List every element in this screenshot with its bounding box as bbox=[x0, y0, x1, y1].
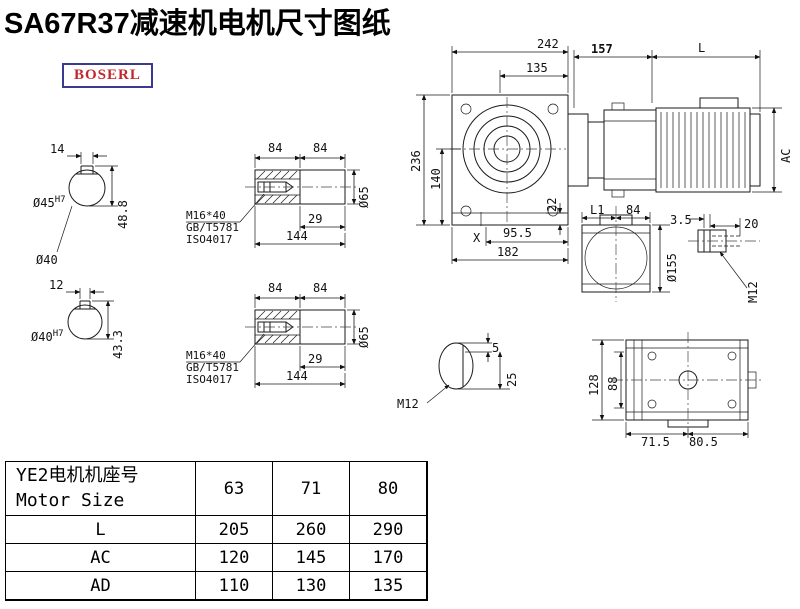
dim-keyway-width-1: 14 bbox=[50, 142, 64, 156]
label-bolt-1: M16*40 bbox=[186, 209, 226, 222]
gearbox-bottom-view: 128 88 71.5 80.5 bbox=[587, 332, 762, 449]
label-thread-m12-end: M12 bbox=[397, 397, 419, 411]
table-row-L-label: L bbox=[6, 516, 196, 544]
page-title: SA67R37减速机电机尺寸图纸 bbox=[4, 8, 391, 40]
dim-seg-a-2: 84 bbox=[268, 281, 282, 295]
dim-bottom-inner: 88 bbox=[606, 377, 620, 391]
table-row-AD-val-3: 135 bbox=[350, 572, 427, 600]
table-row-L-val-2: 260 bbox=[273, 516, 350, 544]
table-row-L-val-1: 205 bbox=[196, 516, 273, 544]
dim-bore-dia-2: Ø40H7 bbox=[31, 329, 64, 344]
dim-gap-35: 3.5 bbox=[670, 213, 692, 227]
gearbox-motor-front-view: 242 135 157 L 236 140 22 bbox=[409, 37, 793, 264]
table-row-AC-val-3: 170 bbox=[350, 544, 427, 572]
gearbox-side-view: L1 84 Ø155 3.5 20 M12 bbox=[581, 203, 760, 303]
dim-center-height: 140 bbox=[429, 168, 443, 190]
table-size-col-3: 80 bbox=[350, 462, 427, 516]
dim-overall-height: 236 bbox=[409, 150, 423, 172]
dim-key-height-1: 48.8 bbox=[116, 200, 130, 229]
table-header-cn: YE2电机机座号 bbox=[16, 465, 139, 487]
hub-drawing-2: 84 84 M16*40 GB/T5781 ISO4017 29 bbox=[186, 281, 371, 388]
table-row-AC-val-1: 120 bbox=[196, 544, 273, 572]
dim-seg-b-1: 84 bbox=[313, 141, 327, 155]
dim-step-1: 29 bbox=[308, 212, 322, 226]
table-header-cell: YE2电机机座号 Motor Size bbox=[6, 462, 196, 516]
dim-len-20: 20 bbox=[744, 217, 758, 231]
table-row-AC-val-2: 145 bbox=[273, 544, 350, 572]
shaft-section-view-2: 12 Ø40H7 43.3 bbox=[31, 278, 125, 359]
shaft-section-view-1: 14 Ø45H7 48.8 Ø40 bbox=[33, 142, 130, 267]
brand-logo: BOSERL bbox=[62, 63, 153, 88]
table-size-col-2: 71 bbox=[273, 462, 350, 516]
motor-flange bbox=[603, 109, 657, 191]
dim-seg-b-2: 84 bbox=[313, 281, 327, 295]
dim-hub-dia-2: Ø65 bbox=[357, 326, 371, 348]
dim-hub-dia-1: Ø65 bbox=[357, 186, 371, 208]
dim-step-2: 29 bbox=[308, 352, 322, 366]
dim-key-depth: 25 bbox=[505, 373, 519, 387]
label-standard2-1: ISO4017 bbox=[186, 233, 232, 246]
dim-base-width: 182 bbox=[497, 245, 519, 259]
label-bolt-2: M16*40 bbox=[186, 349, 226, 362]
dim-key-offset: 5 bbox=[492, 341, 499, 355]
dim-motor-front-len: 157 bbox=[591, 42, 613, 56]
fan-cover bbox=[749, 113, 761, 187]
dim-shaft-offset: 95.5 bbox=[503, 226, 532, 240]
dim-flange-dia: Ø155 bbox=[665, 253, 679, 282]
table-size-col-1: 63 bbox=[196, 462, 273, 516]
dim-bore-dia-1: Ø45H7 bbox=[33, 195, 66, 210]
dim-l1: L1 bbox=[590, 203, 604, 217]
dim-keyway-width-2: 12 bbox=[49, 278, 63, 292]
motor-size-table: YE2电机机座号 Motor Size 63 71 80 L 205 260 2… bbox=[5, 461, 428, 601]
label-standard1-1: GB/T5781 bbox=[186, 221, 239, 234]
hub-drawing-1: 84 84 M16*40 GB/T5781 ISO4017 29 bbox=[186, 141, 371, 248]
dim-total-1: 144 bbox=[286, 229, 308, 243]
shaft-end-view: 5 25 M12 bbox=[397, 333, 519, 411]
dim-foot-b: 80.5 bbox=[689, 435, 718, 449]
label-standard2-2: ISO4017 bbox=[186, 373, 232, 386]
dim-key-height-2: 43.3 bbox=[111, 330, 125, 359]
table-row-L-val-3: 290 bbox=[350, 516, 427, 544]
dim-overall-width: 242 bbox=[537, 37, 559, 51]
dim-shaft-od: Ø40 bbox=[36, 253, 58, 267]
dim-total-2: 144 bbox=[286, 369, 308, 383]
dim-motor-dia-label: AC bbox=[779, 149, 793, 163]
dim-flange-offset: 135 bbox=[526, 61, 548, 75]
table-row-AD-label: AD bbox=[6, 572, 196, 600]
dim-foot-a: 71.5 bbox=[641, 435, 670, 449]
table-row-AC-label: AC bbox=[6, 544, 196, 572]
dim-bottom-overall: 128 bbox=[587, 374, 601, 396]
table-header-en: Motor Size bbox=[16, 489, 125, 511]
label-thread-m12-side: M12 bbox=[746, 281, 760, 303]
dim-foot-height: 22 bbox=[545, 198, 559, 212]
dim-84: 84 bbox=[626, 203, 640, 217]
table-row-AD-val-2: 130 bbox=[273, 572, 350, 600]
label-x-point: X bbox=[473, 231, 481, 245]
dim-seg-a-1: 84 bbox=[268, 141, 282, 155]
table-row-AD-val-1: 110 bbox=[196, 572, 273, 600]
dim-motor-len-label: L bbox=[698, 41, 705, 55]
label-standard1-2: GB/T5781 bbox=[186, 361, 239, 374]
terminal-box bbox=[699, 97, 739, 109]
